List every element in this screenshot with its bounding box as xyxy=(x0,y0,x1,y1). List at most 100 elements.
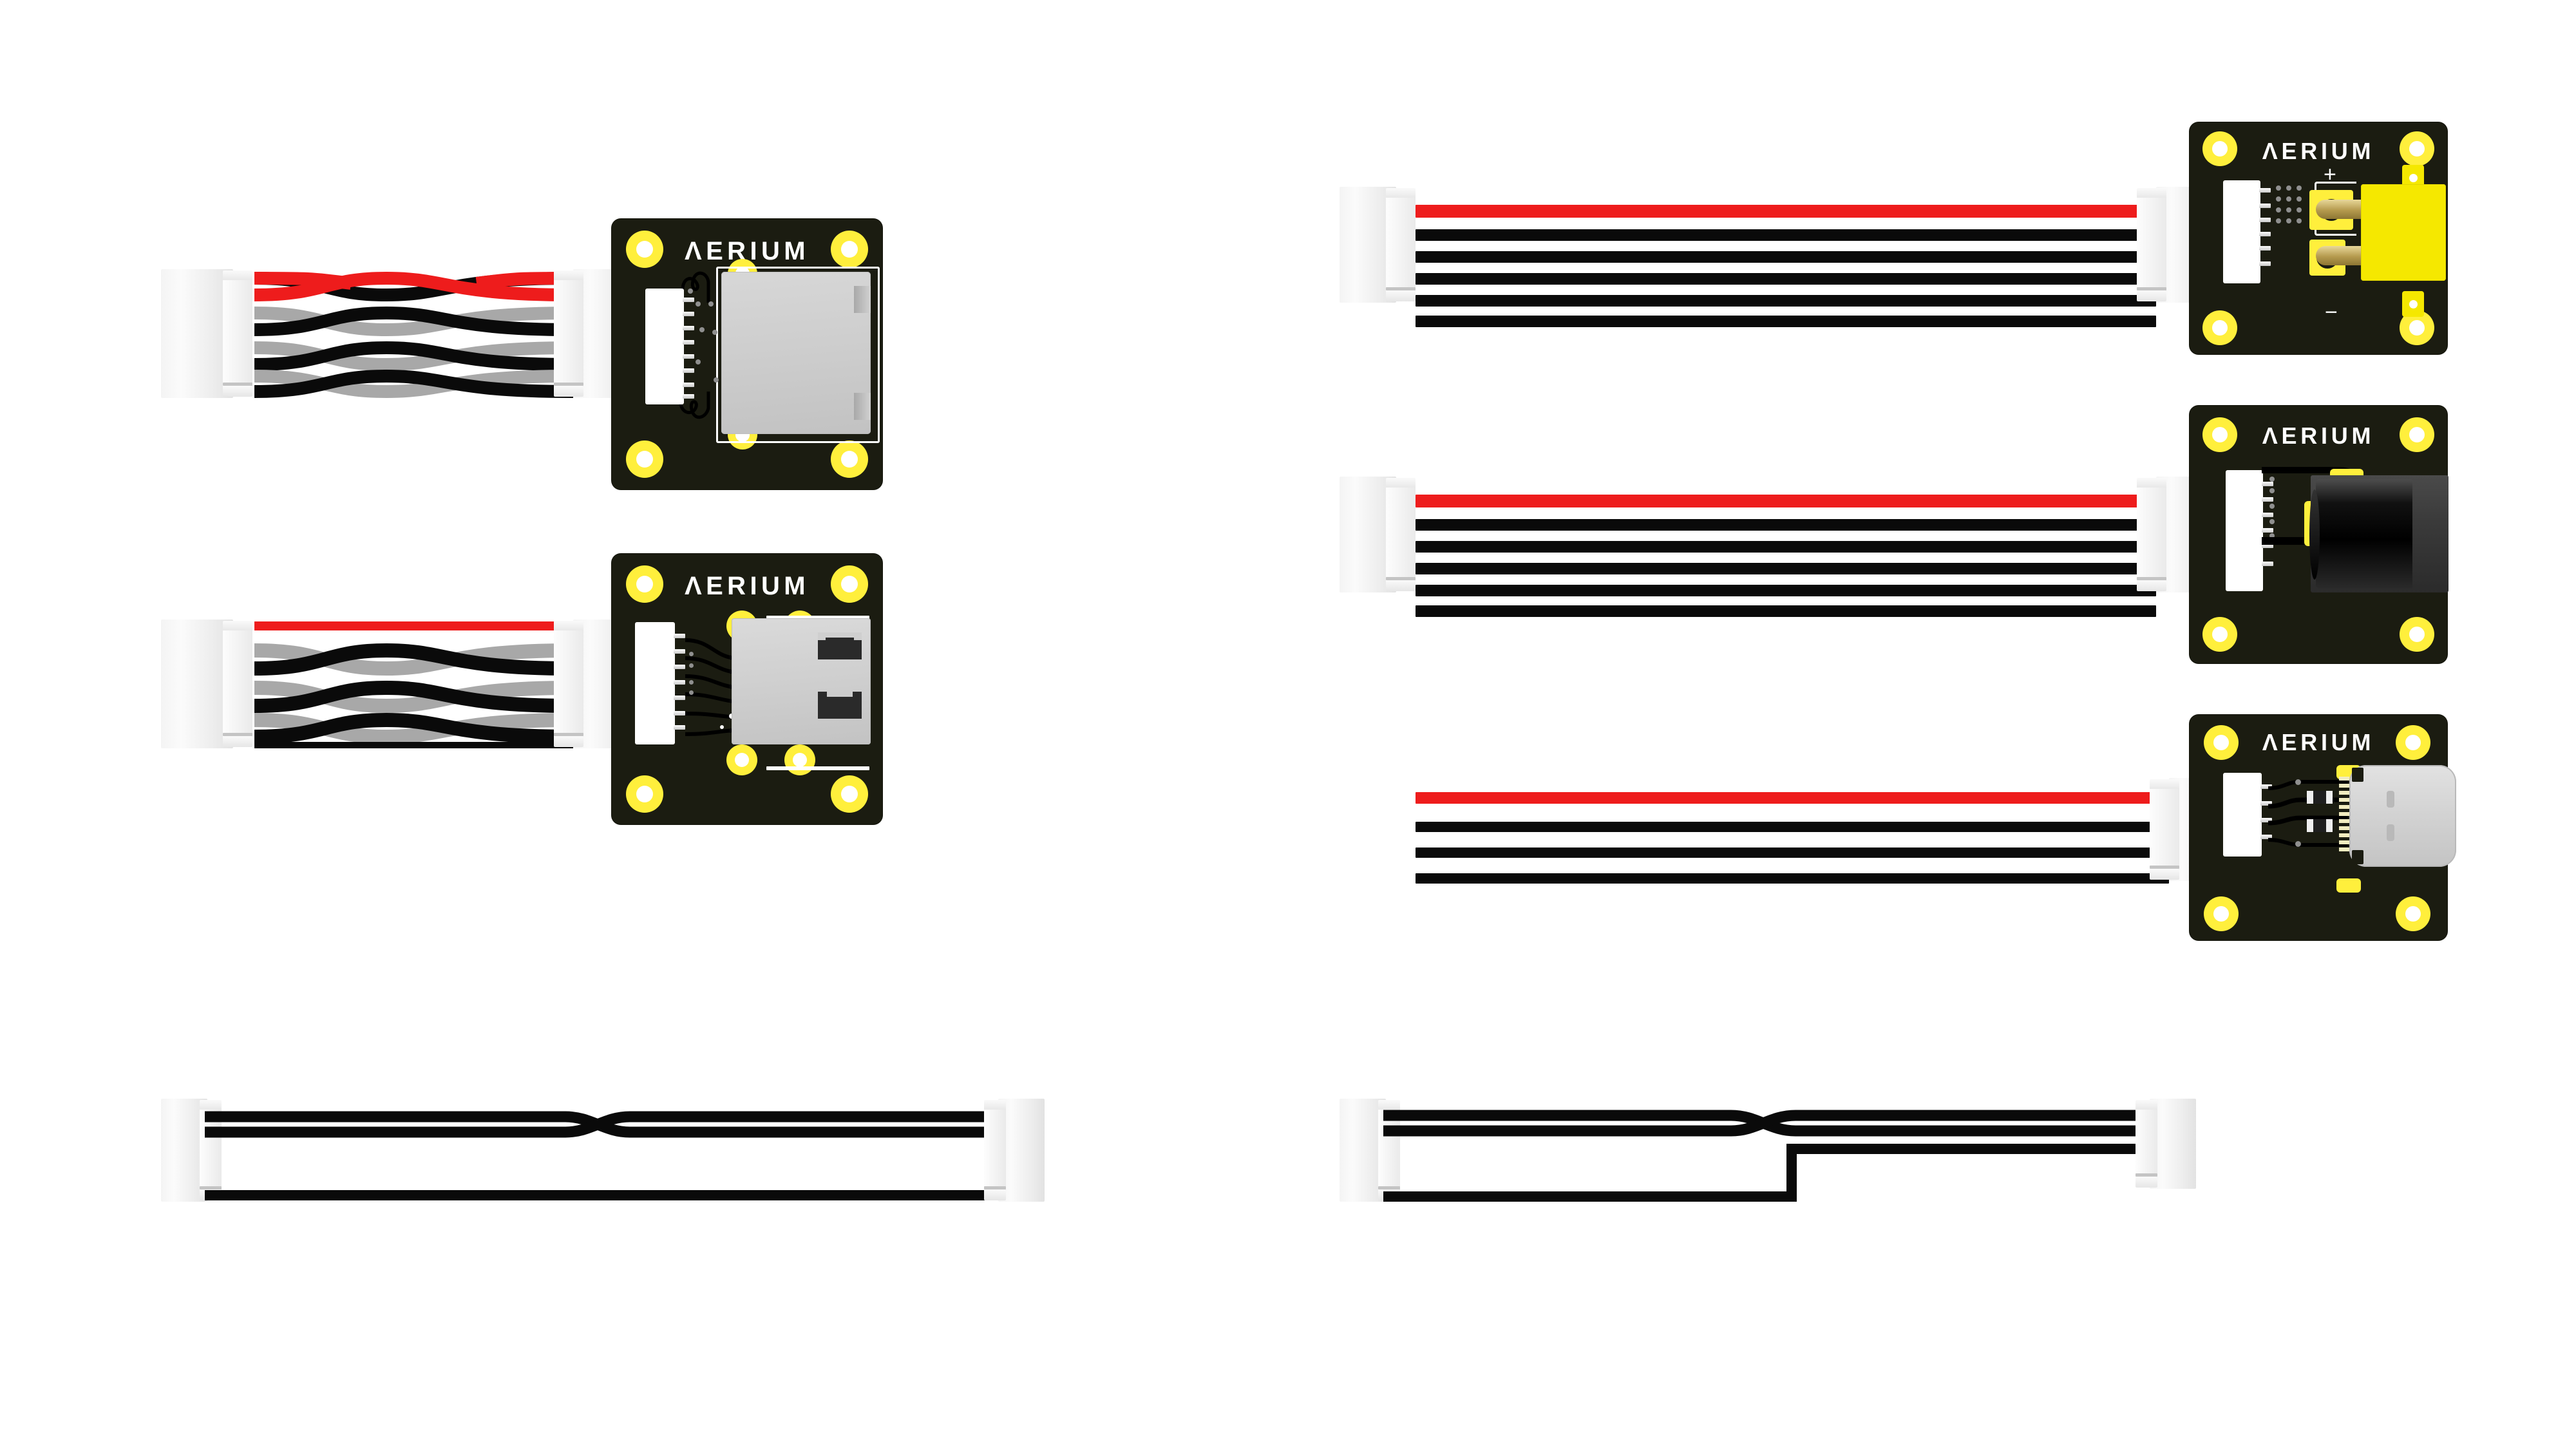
plug-wing-bottom xyxy=(554,736,583,747)
ribbon-wire-black xyxy=(1416,873,2169,884)
rj45-ethernet-jack[interactable] xyxy=(721,272,871,434)
plug-neck xyxy=(554,280,583,387)
plug-wing-bottom xyxy=(2137,290,2166,301)
ribbon-wire-black xyxy=(1416,251,2156,263)
plug-lip-bottom xyxy=(554,383,583,386)
mounting-pad-bottom-left xyxy=(2202,310,2237,345)
plug-lip-bottom xyxy=(223,733,252,736)
plug-neck xyxy=(1386,488,1416,582)
xt-mount-ear-bottom xyxy=(2402,291,2424,317)
pcb-via xyxy=(2269,488,2275,493)
plug-wing-top xyxy=(2137,188,2166,199)
pcb-via xyxy=(2269,519,2275,524)
crossover-wires xyxy=(204,1099,997,1202)
pcb-board-xt-power[interactable]: ΛERIUM xyxy=(2190,122,2447,354)
plug-lip-bottom xyxy=(1378,1186,1400,1189)
cable-plug-left[interactable] xyxy=(161,269,252,398)
pcb-via xyxy=(2269,504,2275,509)
cable-plug-right[interactable] xyxy=(984,1099,1045,1202)
plug-neck xyxy=(2137,488,2166,582)
plug-wing-top xyxy=(1386,188,1416,199)
plug-lip-bottom xyxy=(2150,866,2179,869)
plug-neck xyxy=(2150,789,2179,870)
assembly-dc-barrel-breakout[interactable]: ΛERIUM xyxy=(1340,406,2448,689)
dc-barrel-jack[interactable] xyxy=(2316,479,2412,589)
pcb-board-ethernet[interactable]: ΛERIUM xyxy=(612,219,882,489)
cable-plug-left[interactable] xyxy=(1340,477,1416,592)
pcb-board-hdmi[interactable]: ΛERIUM xyxy=(612,554,882,824)
jst-header-connector[interactable] xyxy=(635,622,685,744)
board-logo: ΛERIUM xyxy=(685,572,810,600)
xt-power-connector[interactable] xyxy=(2361,184,2446,281)
cable-plug-right[interactable] xyxy=(554,269,635,398)
assembly-jumper-cable-stepped[interactable] xyxy=(1340,1095,2215,1224)
hdmi-jack[interactable] xyxy=(732,618,871,744)
usbc-shield-pad-bottom xyxy=(2336,878,2361,893)
pcb-board-usbc[interactable]: ΛERIUM xyxy=(2190,715,2456,940)
cable-plug-left[interactable] xyxy=(1340,187,1416,303)
plug-wing-top xyxy=(2137,478,2166,489)
cable-plug-left[interactable] xyxy=(1340,1099,1400,1202)
board-logo: ΛERIUM xyxy=(2262,138,2375,164)
connector-silkscreen-outline xyxy=(716,267,880,443)
mounting-pad-bottom-right xyxy=(2400,617,2434,652)
jst-header-connector[interactable] xyxy=(2223,773,2272,857)
plug-wing-top xyxy=(2150,779,2179,790)
pcb-via xyxy=(696,301,701,307)
plug-neck xyxy=(2137,198,2166,292)
mounting-pad-bottom-left xyxy=(626,775,663,813)
assembly-ethernet-breakout[interactable]: ΛERIUM xyxy=(161,219,902,522)
mounting-pad-top-right xyxy=(831,231,868,268)
usbc-corner-bottom xyxy=(2352,850,2363,864)
pcb-via xyxy=(2295,841,2301,847)
usbc-slot-top xyxy=(2387,791,2394,808)
usbc-pad-fingers xyxy=(2339,777,2349,853)
pcb-via xyxy=(2295,779,2301,785)
assembly-usbc-breakout[interactable]: ΛERIUM xyxy=(1340,715,2456,998)
dc-barrel-mouth xyxy=(2309,489,2320,580)
board-logo: ΛERIUM xyxy=(685,237,810,265)
mounting-pad-top-right xyxy=(2400,131,2434,166)
twisted-pair-cable xyxy=(254,269,574,399)
plug-lip-bottom xyxy=(554,733,583,736)
ribbon-wire-black xyxy=(1416,541,2156,553)
ribbon-wire-red xyxy=(1416,792,2169,804)
jst-header-connector[interactable] xyxy=(645,289,694,404)
assembly-hdmi-breakout[interactable]: ΛERIUM xyxy=(161,554,902,882)
plug-wing-top xyxy=(1378,1100,1400,1111)
board-logo: ΛERIUM xyxy=(2262,422,2375,449)
twisted-pair-cable xyxy=(254,620,574,750)
plug-lip-bottom xyxy=(2137,577,2166,580)
shield-pad-bottom-right xyxy=(784,744,815,775)
assembly-jumper-cable-crossover[interactable] xyxy=(161,1095,1063,1224)
plug-wing-top xyxy=(223,270,252,281)
assembly-xt-power-breakout[interactable]: ΛERIUM xyxy=(1340,122,2447,399)
ribbon-wire-black xyxy=(1416,519,2156,531)
mounting-pad-top-right xyxy=(2396,725,2430,760)
plug-neck xyxy=(200,1110,222,1191)
pcb-board-dc-barrel[interactable]: ΛERIUM xyxy=(2190,406,2448,663)
jst-header-connector[interactable] xyxy=(2223,180,2271,283)
usb-c-receptacle[interactable] xyxy=(2349,765,2456,867)
plug-wing-bottom xyxy=(2136,1177,2157,1188)
pcb-via xyxy=(712,330,717,335)
pcb-via xyxy=(2269,477,2275,482)
mounting-pad-bottom-left xyxy=(2204,896,2239,931)
plug-wing-bottom xyxy=(1386,580,1416,591)
plug-lip-bottom xyxy=(1386,577,1416,580)
plug-wing-bottom xyxy=(2137,580,2166,591)
ribbon-wire-black xyxy=(1416,822,2169,832)
plug-body xyxy=(998,1099,1045,1202)
cable-plug-right[interactable] xyxy=(2136,1099,2196,1189)
jst-header-connector[interactable] xyxy=(2226,470,2273,591)
plug-neck xyxy=(1378,1110,1400,1191)
pcb-traces xyxy=(2268,780,2348,847)
plug-lip-bottom xyxy=(2137,287,2166,290)
ribbon-wire-black xyxy=(1416,605,2156,617)
mounting-pad-top-left xyxy=(626,565,663,603)
mounting-pad-top-left xyxy=(2202,417,2237,452)
plug-wing-bottom xyxy=(1386,290,1416,301)
cable-plug-left[interactable] xyxy=(161,1099,222,1202)
cable-plug-left[interactable] xyxy=(161,620,252,748)
